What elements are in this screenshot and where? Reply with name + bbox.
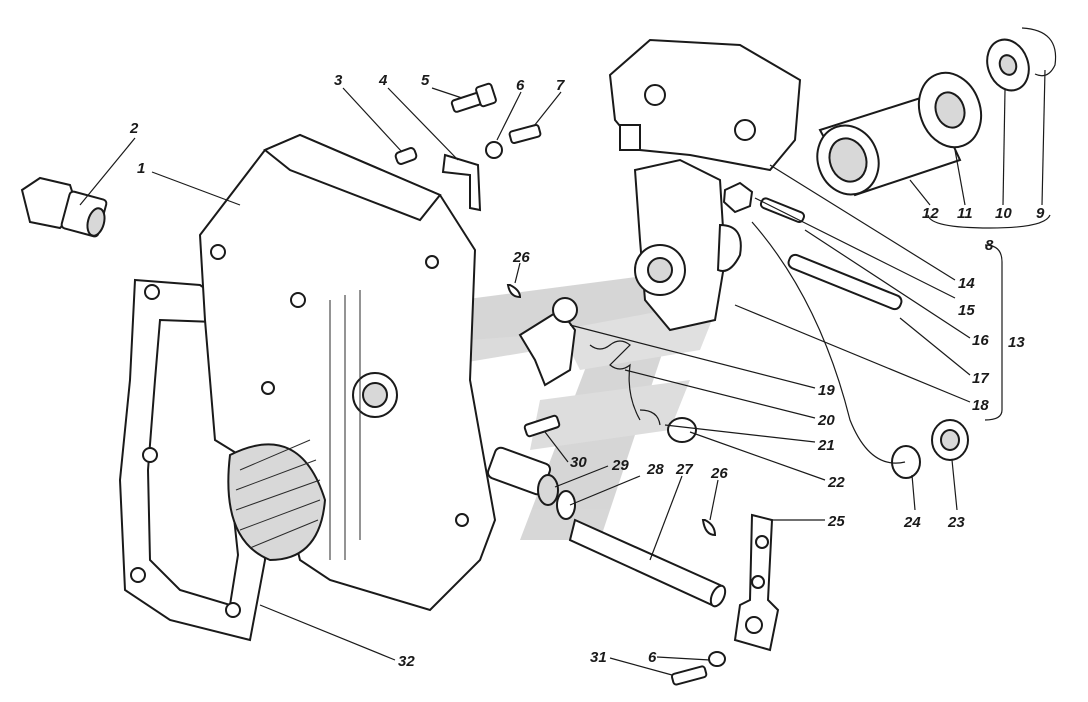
bearing — [917, 71, 983, 149]
callout-26b: 26 — [710, 465, 728, 482]
callout-7: 7 — [556, 77, 565, 94]
ring-24 — [891, 445, 921, 479]
callout-5: 5 — [421, 72, 430, 89]
selector-lever — [633, 158, 742, 332]
callout-6a: 6 — [516, 77, 525, 94]
callout-27: 27 — [675, 461, 693, 478]
threaded-plug — [20, 176, 108, 238]
callout-19: 19 — [818, 382, 835, 399]
bracket — [441, 153, 482, 212]
callout-11: 11 — [957, 205, 973, 222]
callout-22: 22 — [827, 474, 845, 491]
callout-14: 14 — [958, 275, 975, 292]
key-26b — [701, 519, 717, 537]
callout-21: 21 — [817, 437, 835, 454]
spring-20 — [589, 340, 641, 421]
nut-14 — [722, 181, 754, 214]
callout-3: 3 — [334, 72, 343, 89]
selector-cover — [608, 38, 802, 172]
circlip-21 — [639, 409, 661, 426]
callout-31: 31 — [590, 649, 607, 666]
callout-20: 20 — [817, 412, 835, 429]
callout-25: 25 — [827, 513, 845, 530]
callout-28: 28 — [646, 461, 664, 478]
callout-30: 30 — [570, 454, 587, 471]
lever-25 — [733, 513, 780, 652]
washer-6 — [485, 141, 503, 159]
gearbox-housing — [198, 133, 497, 612]
callout-6b: 6 — [648, 649, 657, 666]
fitting-29 — [486, 446, 559, 506]
end-cap — [986, 38, 1030, 92]
callout-18: 18 — [972, 397, 989, 414]
callout-23: 23 — [947, 514, 965, 531]
callout-9: 9 — [1036, 205, 1045, 222]
callout-12: 12 — [922, 205, 939, 222]
callout-15: 15 — [958, 302, 975, 319]
callout-17: 17 — [972, 370, 989, 387]
screw-31 — [670, 665, 708, 686]
callout-2: 2 — [129, 120, 139, 137]
callout-13: 13 — [1008, 334, 1025, 351]
callout-10: 10 — [995, 205, 1012, 222]
shaft-27 — [568, 518, 727, 608]
shift-fork-19 — [518, 297, 578, 387]
bushing-23 — [931, 419, 969, 461]
leader-lines — [79, 69, 1051, 676]
bolt-5 — [450, 82, 497, 113]
callout-1: 1 — [137, 160, 145, 177]
pin — [394, 147, 418, 165]
o-ring-28 — [556, 490, 576, 520]
screw-7 — [508, 123, 542, 145]
snap-ring — [1021, 27, 1057, 77]
rod-17 — [787, 253, 903, 311]
callout-16: 16 — [972, 332, 989, 349]
washer-6b — [708, 651, 726, 667]
callout-32: 32 — [398, 653, 415, 670]
callout-29: 29 — [611, 457, 629, 474]
callout-4: 4 — [378, 72, 388, 89]
washer-22 — [667, 417, 697, 443]
callout-24: 24 — [903, 514, 921, 531]
callout-26a: 26 — [512, 249, 530, 266]
key-26a — [506, 284, 522, 299]
bolt-30 — [523, 414, 561, 438]
callout-8: 8 — [985, 237, 994, 254]
callout-labels: 1 2 3 4 5 6 7 8 9 10 11 12 13 14 15 16 1… — [129, 72, 1045, 670]
